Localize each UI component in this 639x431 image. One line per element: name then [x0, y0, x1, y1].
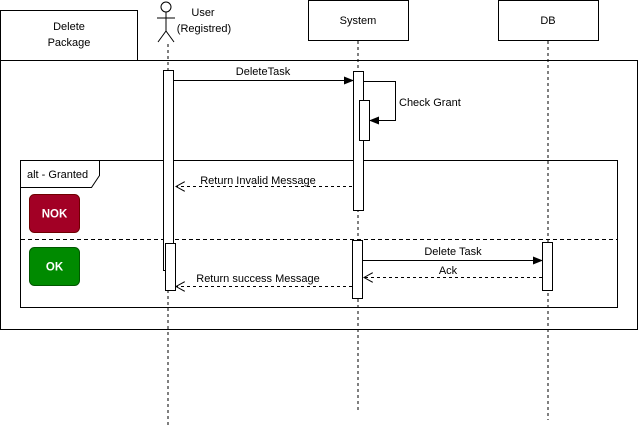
nok-badge — [29, 194, 80, 233]
activation-db — [542, 242, 553, 291]
participant-user-label-line1: User — [191, 7, 215, 19]
message-return-invalid-label: Return Invalid Message — [200, 175, 316, 187]
actor-head — [160, 1, 172, 13]
participant-db-label: DB — [540, 15, 555, 27]
frame-title-line1: Delete — [53, 21, 85, 33]
alt-fragment-label: alt - Granted — [27, 169, 88, 181]
message-ack-label: Ack — [439, 265, 458, 277]
actor-user — [157, 1, 175, 43]
ok-badge — [29, 247, 80, 286]
actor-right-leg — [165, 30, 175, 43]
participant-user-label-line2: (Registred) — [177, 23, 231, 35]
frame-title-line2: Package — [48, 37, 91, 49]
participant-db-box — [498, 0, 599, 41]
message-check-grant-label: Check Grant — [399, 97, 461, 109]
alt-fragment-label-box — [20, 160, 100, 188]
actor-left-leg — [157, 30, 167, 43]
frame-border — [0, 60, 638, 330]
ok-badge-label: OK — [46, 262, 64, 274]
activation-user-1 — [163, 70, 174, 271]
activation-system-2 — [352, 240, 363, 299]
message-delete-task-db-label: Delete Task — [424, 246, 482, 258]
participant-system-box — [308, 0, 409, 41]
activation-user-2 — [165, 243, 176, 291]
activation-system-self — [359, 100, 370, 141]
message-delete-task-label: DeleteTask — [236, 66, 291, 78]
message-check-grant-arrow — [364, 81, 396, 125]
frame-title-box — [0, 10, 138, 61]
nok-badge-label: NOK — [42, 209, 68, 221]
participant-system-label: System — [340, 15, 377, 27]
alt-fragment-border — [20, 160, 618, 308]
message-return-success-label: Return success Message — [196, 273, 320, 285]
